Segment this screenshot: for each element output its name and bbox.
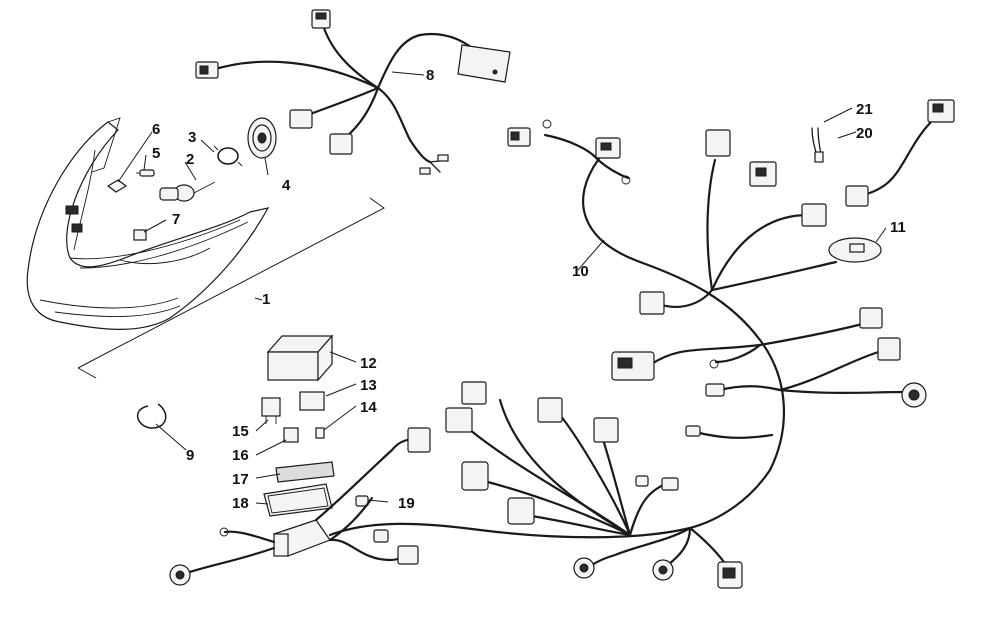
callout-2: 2 bbox=[186, 151, 194, 168]
headlight-harness bbox=[195, 9, 511, 175]
callout-18: 18 bbox=[232, 495, 249, 512]
callout-15: 15 bbox=[232, 423, 249, 440]
screw bbox=[136, 169, 155, 177]
boot bbox=[247, 117, 277, 159]
relay-large bbox=[299, 391, 325, 411]
callout-1: 1 bbox=[262, 291, 270, 308]
callout-13: 13 bbox=[360, 377, 377, 394]
socket bbox=[133, 229, 147, 241]
fuse-label bbox=[275, 461, 335, 483]
callout-14: 14 bbox=[360, 399, 377, 416]
callout-3: 3 bbox=[188, 129, 196, 146]
tail-harness bbox=[845, 99, 955, 207]
callout-10: 10 bbox=[572, 263, 589, 280]
grommet bbox=[828, 237, 882, 263]
headlight-assembly bbox=[26, 117, 270, 330]
tether bbox=[811, 127, 824, 163]
callout-8: 8 bbox=[426, 67, 434, 84]
clip bbox=[106, 179, 128, 193]
connector-cap bbox=[355, 495, 369, 507]
assembly-bracket-line bbox=[77, 197, 385, 369]
relay-small bbox=[283, 427, 299, 443]
callout-17: 17 bbox=[232, 471, 249, 488]
assembly-bracket-end bbox=[77, 367, 97, 379]
callout-labels: 1 2 3 4 5 6 7 8 9 10 11 12 13 14 15 16 1… bbox=[152, 67, 906, 512]
fuse-block bbox=[169, 427, 431, 586]
callout-4: 4 bbox=[282, 177, 291, 194]
callout-11: 11 bbox=[890, 219, 906, 236]
callout-12: 12 bbox=[360, 355, 377, 372]
callout-20: 20 bbox=[856, 125, 873, 142]
callout-21: 21 bbox=[856, 101, 873, 118]
bulb-retainer bbox=[213, 145, 243, 167]
callout-6: 6 bbox=[152, 121, 160, 138]
callout-5: 5 bbox=[152, 145, 160, 162]
callout-7: 7 bbox=[172, 211, 180, 228]
main-harness bbox=[328, 119, 927, 589]
fuse-small bbox=[315, 427, 325, 439]
bulb bbox=[159, 181, 216, 202]
callout-19: 19 bbox=[398, 495, 415, 512]
relay-medium bbox=[261, 397, 281, 424]
callout-16: 16 bbox=[232, 447, 249, 464]
fuse-box-cover bbox=[263, 483, 333, 517]
callout-9: 9 bbox=[186, 447, 194, 464]
leader-lines bbox=[117, 71, 887, 505]
fuse-relay-box bbox=[266, 334, 334, 382]
wire-clip bbox=[136, 403, 167, 429]
